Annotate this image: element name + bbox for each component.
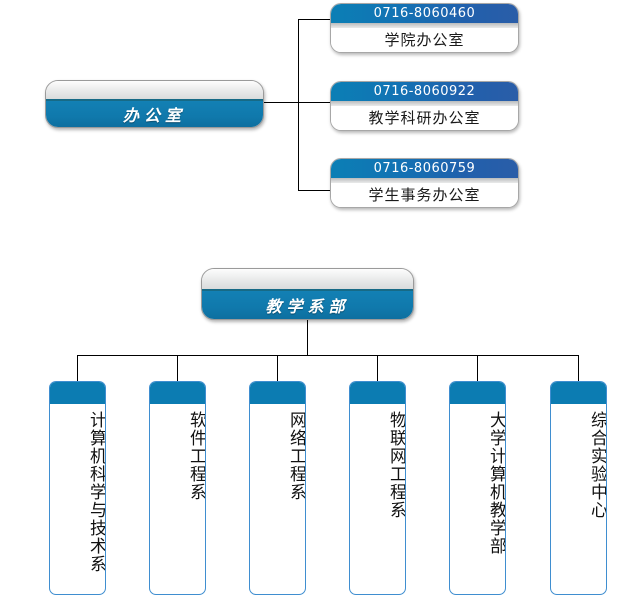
dept-cap — [250, 382, 305, 404]
connector-dept-drop — [277, 355, 278, 381]
dept-cap — [350, 382, 405, 404]
card-divider-strip — [331, 178, 518, 183]
office-name: 教学科研办公室 — [331, 106, 518, 130]
dept-cap — [150, 382, 205, 404]
dept-box-software-engineering[interactable]: 软件工程系 — [149, 381, 206, 595]
connector-dept-drop — [578, 355, 579, 381]
office-name: 学生事务办公室 — [331, 183, 518, 207]
dept-label: 软件工程系 — [186, 411, 206, 501]
node-office-root[interactable]: 办公室 — [45, 80, 264, 128]
office-card[interactable]: 0716-8060759 学生事务办公室 — [330, 158, 519, 208]
node-cap — [202, 269, 413, 291]
dept-box-iot-engineering[interactable]: 物联网工程系 — [349, 381, 406, 595]
card-divider-strip — [331, 101, 518, 106]
dept-cap — [50, 382, 105, 404]
dept-label: 大学计算机教学部 — [486, 411, 506, 555]
dept-label: 物联网工程系 — [386, 411, 406, 519]
dept-label: 计算机科学与技术系 — [86, 411, 106, 573]
connector-office-branch-1 — [298, 19, 330, 20]
node-body: 办公室 — [46, 101, 263, 127]
card-divider-strip — [331, 23, 518, 28]
connector-office-branch-3 — [298, 190, 330, 191]
dept-box-network-engineering[interactable]: 网络工程系 — [249, 381, 306, 595]
connector-office-bus — [298, 19, 299, 191]
connector-dept-drop — [377, 355, 378, 381]
office-phone: 0716-8060460 — [331, 4, 518, 23]
node-office-root-label: 办公室 — [122, 106, 186, 126]
dept-label: 网络工程系 — [286, 411, 306, 501]
connector-dept-drop — [77, 355, 78, 381]
connector-teaching-stem — [307, 320, 308, 355]
dept-box-computer-science[interactable]: 计算机科学与技术系 — [49, 381, 106, 595]
connector-teaching-bus — [77, 355, 578, 356]
connector-office-branch-2 — [298, 102, 330, 103]
office-phone: 0716-8060922 — [331, 82, 518, 101]
node-teaching-root[interactable]: 教学系部 — [201, 268, 414, 320]
dept-box-integrated-lab-center[interactable]: 综合实验中心 — [550, 381, 607, 595]
node-teaching-root-label: 教学系部 — [265, 297, 350, 316]
dept-box-university-computing[interactable]: 大学计算机教学部 — [449, 381, 506, 595]
connector-office-stem — [264, 102, 298, 103]
connector-dept-drop — [477, 355, 478, 381]
connector-dept-drop — [177, 355, 178, 381]
office-card[interactable]: 0716-8060922 教学科研办公室 — [330, 81, 519, 131]
office-card[interactable]: 0716-8060460 学院办公室 — [330, 3, 519, 53]
dept-cap — [551, 382, 606, 404]
node-body: 教学系部 — [202, 291, 413, 319]
dept-label: 综合实验中心 — [587, 411, 607, 519]
office-name: 学院办公室 — [331, 28, 518, 52]
office-phone: 0716-8060759 — [331, 159, 518, 178]
node-cap — [46, 81, 263, 102]
dept-cap — [450, 382, 505, 404]
